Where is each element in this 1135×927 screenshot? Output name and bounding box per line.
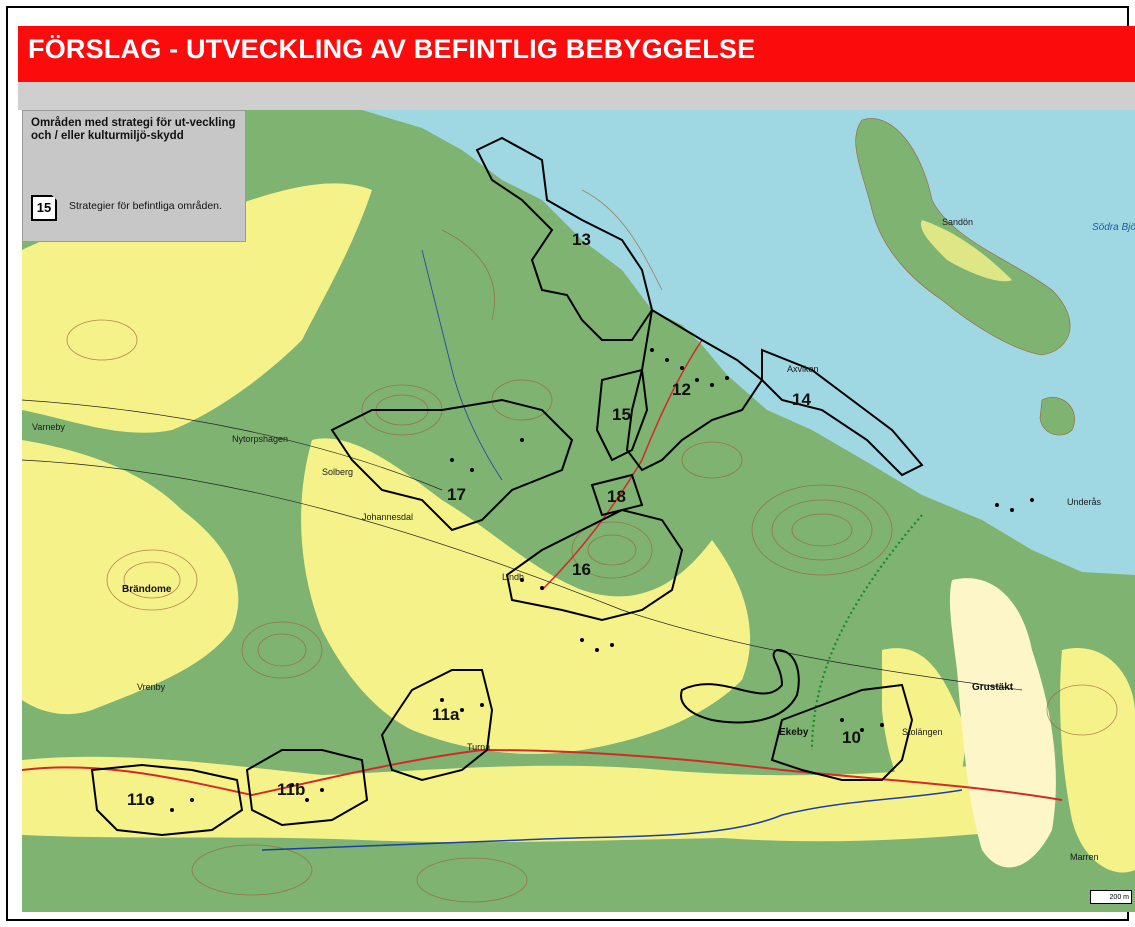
area-outline-12: [625, 308, 764, 472]
area-labels: 13 12 14 15 17 18 16 11a 11b 11c 10: [127, 230, 861, 809]
place-axviken: Axviken: [787, 364, 819, 374]
place-johannesdal: Johannesdal: [362, 512, 413, 522]
farmland-west: [22, 183, 372, 433]
power-line: [22, 459, 1023, 691]
place-brandome: Brändome: [122, 584, 172, 595]
place-nytorpshagen: Nytorpshagen: [232, 434, 288, 444]
header-divider-strip: [18, 82, 1135, 110]
area-outline-11a: [380, 669, 494, 782]
place-turna: Turna: [467, 742, 490, 752]
area-outline-14: [761, 348, 924, 477]
place-names: Ekeby Grustäkt Södra Bjö Axviken Underås…: [32, 217, 1135, 862]
map-area: 13 12 14 15 17 18 16 11a 11b 11c 10 Ekeb…: [22, 110, 1135, 912]
area-outline-15: [595, 368, 649, 462]
area-label-11b: 11b: [277, 780, 305, 799]
forest-trail: [810, 514, 923, 751]
place-sodra-bjo: Södra Bjö: [1092, 222, 1135, 233]
island-field: [921, 220, 1012, 282]
main-road: [22, 748, 1063, 801]
place-solberg: Solberg: [322, 467, 353, 477]
stream: [421, 249, 503, 481]
area-outline-16: [505, 508, 684, 622]
area-label-14: 14: [792, 390, 811, 409]
place-lindh: Lindh: [502, 572, 524, 582]
scale-bar: 200 m: [1090, 890, 1132, 904]
legend-symbol-description: Strategier för befintliga områden.: [69, 200, 222, 212]
area-outline-10: [770, 683, 914, 781]
place-sandon: Sandön: [942, 217, 973, 227]
area-label-11c: 11c: [127, 790, 154, 809]
area-label-17: 17: [447, 485, 466, 504]
title-bar: FÖRSLAG - UTVECKLING AV BEFINTLIG BEBYGG…: [18, 26, 1135, 82]
farmland-centre: [301, 438, 751, 754]
place-varneby: Varneby: [32, 422, 65, 432]
place-vrenby: Vrenby: [137, 682, 166, 692]
area-label-18: 18: [607, 487, 626, 506]
area-outline-11b: [245, 749, 369, 827]
island-sandon: [855, 118, 1071, 356]
legend-heading: Områden med strategi för ut-veckling och…: [31, 117, 236, 142]
place-underas: Underås: [1067, 497, 1102, 507]
place-marren: Marren: [1070, 852, 1099, 862]
area-label-16: 16: [572, 560, 591, 579]
strategy-areas: [90, 136, 924, 837]
area-outline-serpentine: [680, 648, 800, 724]
place-grustakt: Grustäkt: [972, 682, 1014, 693]
area-label-10: 10: [842, 728, 861, 747]
power-line-2: [22, 399, 443, 491]
area-outline-13: [475, 136, 654, 341]
area-outline-17: [330, 398, 574, 532]
legend-area-symbol: 15: [31, 195, 57, 221]
area-outline-11c: [90, 763, 244, 837]
area-label-15: 15: [612, 405, 631, 424]
farmland-west-lower: [22, 440, 239, 715]
page-title: FÖRSLAG - UTVECKLING AV BEFINTLIG BEBYGG…: [28, 34, 756, 64]
contour-lines: [66, 189, 1118, 903]
map-canvas: 13 12 14 15 17 18 16 11a 11b 11c 10 Ekeb…: [22, 110, 1135, 912]
area-label-11a: 11a: [432, 705, 460, 724]
area-label-12: 12: [672, 380, 691, 399]
secondary-road: [541, 339, 703, 591]
buildings: [150, 348, 1034, 812]
area-outline-18: [590, 473, 644, 517]
island-small: [1039, 397, 1075, 436]
place-ekeby: Ekeby: [779, 727, 809, 738]
roads: [22, 249, 1063, 851]
municipal-boundary: [261, 789, 963, 851]
area-label-13: 13: [572, 230, 591, 249]
legend-box: Områden med strategi för ut-veckling och…: [22, 110, 246, 242]
place-stolangen: Stolängen: [902, 727, 943, 737]
